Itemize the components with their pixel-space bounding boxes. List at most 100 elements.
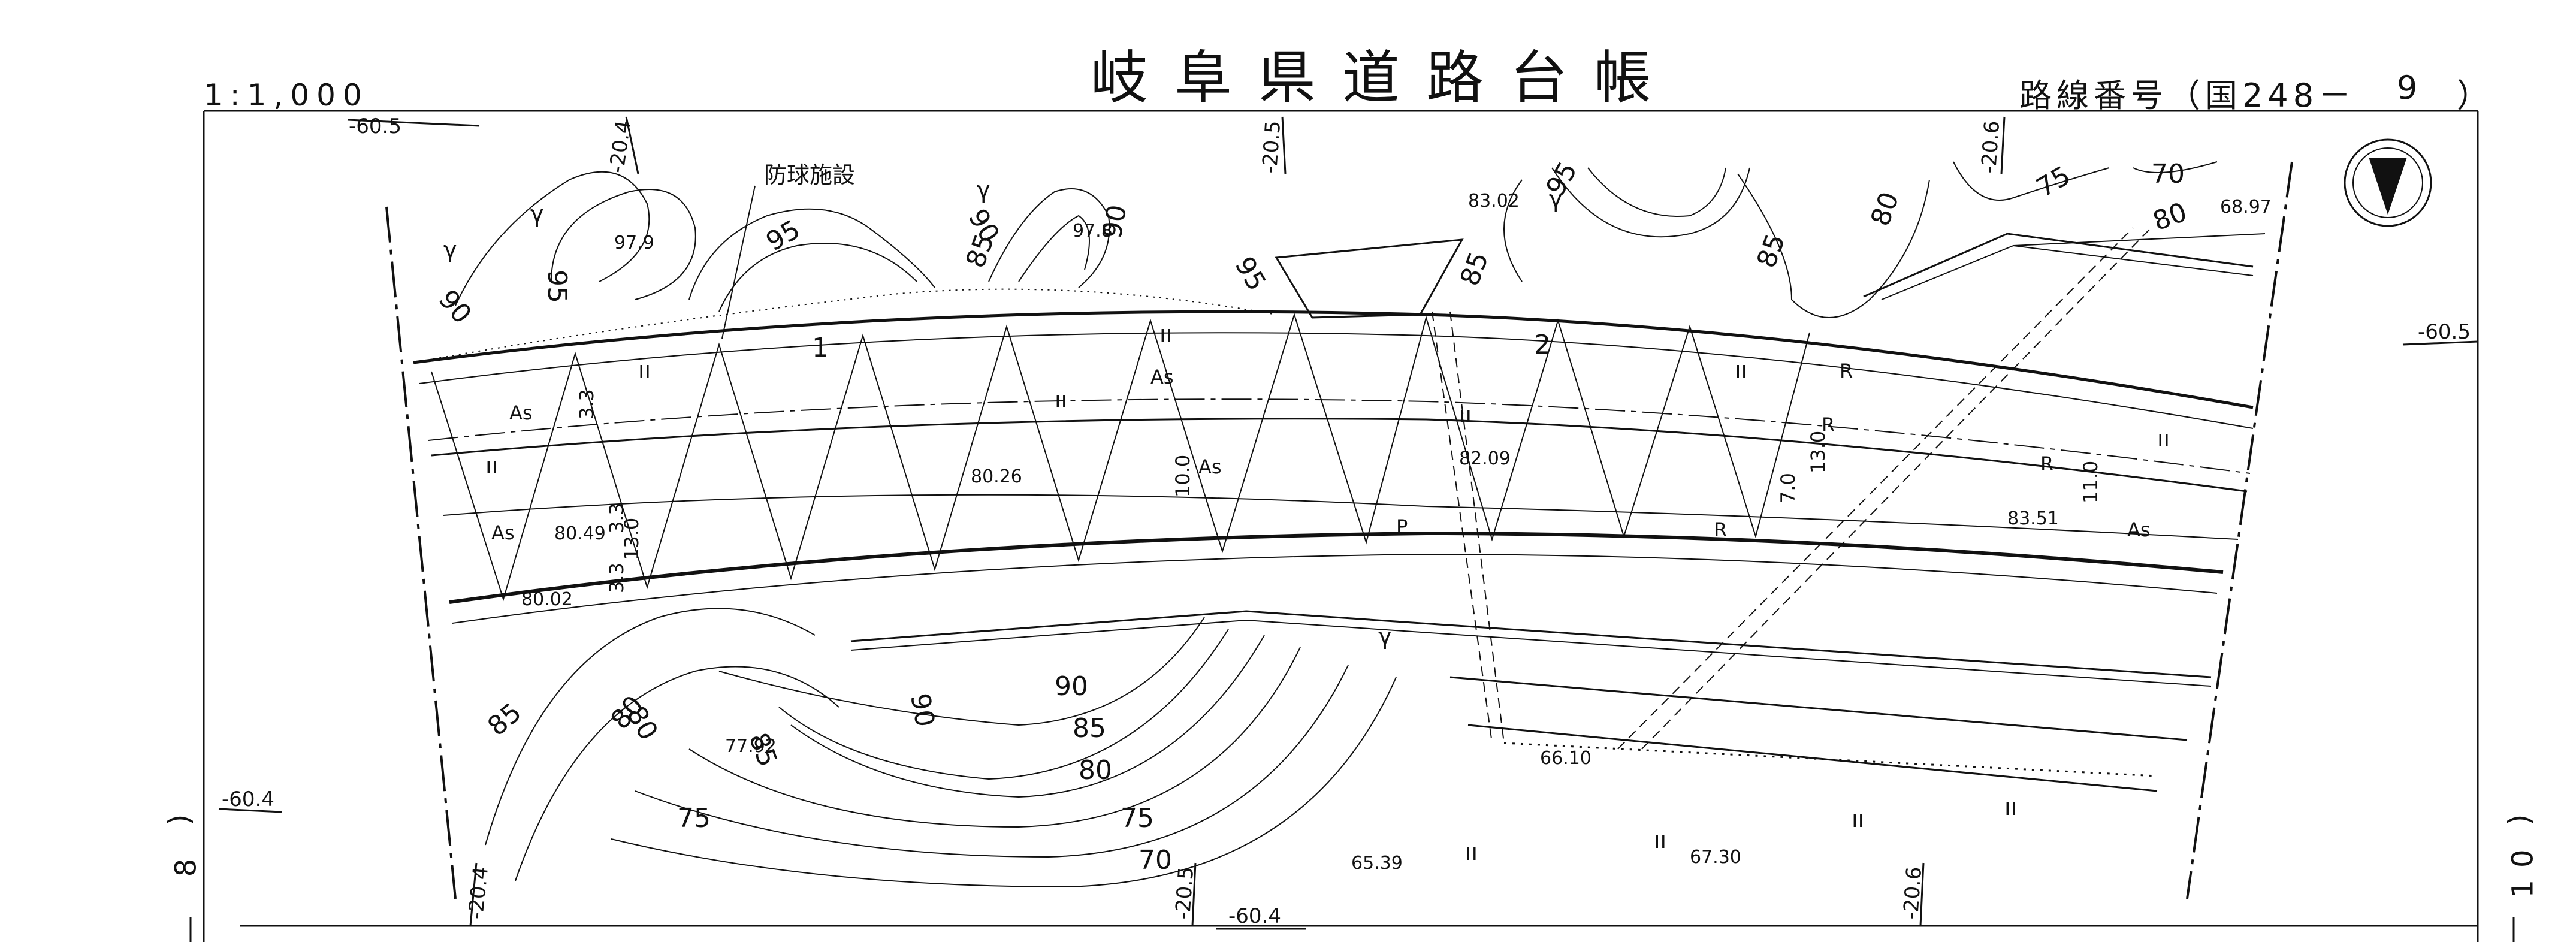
contour-n3	[688, 208, 935, 300]
road-edge-south	[449, 531, 2224, 604]
grass-symbol-1: ıı	[485, 452, 498, 479]
road-curb-south	[452, 553, 2218, 624]
road-section-lines	[431, 312, 1810, 602]
pavement-label-1: As	[509, 401, 533, 424]
spot-height-1: 97.9	[614, 233, 654, 253]
coord-604-left: -60.4	[222, 787, 274, 811]
road-centerline-1	[428, 398, 2251, 474]
grid-tick-205-bottom	[1191, 862, 1197, 926]
road-width-6: 3.3	[605, 563, 628, 593]
spot-height-5: 80.26	[971, 466, 1022, 487]
coord-205-bottom: -20.5	[1171, 866, 1198, 920]
contour-label-21: 70	[2151, 159, 2185, 189]
road-width-2: 7.0	[1777, 473, 1799, 503]
pavement-label-2: As	[491, 521, 515, 544]
grid-tick-206-top	[2000, 116, 2006, 174]
vegetation-symbol-3: γ	[977, 177, 990, 203]
contour-n4	[718, 243, 917, 312]
underpass-line-1	[1432, 311, 1493, 744]
contour-label-15: 90	[1055, 671, 1088, 702]
vegetation-symbol-2: γ	[530, 201, 544, 227]
contour-n6	[1018, 215, 1090, 282]
station-marker-2: 2	[1534, 330, 1551, 360]
grass-symbol-6: ıı	[1735, 357, 1747, 383]
spot-height-2: 97.8	[1073, 221, 1113, 241]
contour-n10	[1503, 179, 1523, 282]
route-close: ）	[2457, 77, 2489, 114]
vegetation-symbol-1: γ	[443, 237, 457, 263]
retaining-wall-1b	[850, 619, 2212, 687]
grid-tick-204-bottom	[469, 862, 478, 926]
grid-tick-605-right	[2402, 340, 2478, 346]
grass-symbol-2: ıı	[638, 357, 651, 383]
coord-204-bottom: -20.4	[464, 865, 493, 920]
road-edge-north	[413, 310, 2254, 409]
grass-symbol-9: ıı	[1654, 827, 1666, 853]
spot-height-13: 67.30	[1690, 847, 1741, 868]
spot-height-9: 80.02	[521, 589, 573, 610]
spot-height-4: 68.97	[2220, 197, 2272, 218]
coord-205-top: -20.5	[1258, 120, 1285, 174]
contour-label-3: 95	[761, 214, 805, 257]
contour-label-16: 75	[1121, 803, 1154, 834]
contour-label-14: 85	[1073, 713, 1106, 744]
contour-s1	[485, 608, 816, 846]
road-width-8: 3.3	[605, 503, 628, 533]
grass-symbol-10: ıı	[1852, 806, 1864, 832]
spot-height-10: 77.92	[725, 736, 777, 757]
pavement-label-5: As	[2127, 518, 2151, 541]
contour-label-8: 80	[1865, 188, 1905, 230]
contour-label-20: 75	[677, 803, 711, 834]
retaining-wall-ne-2	[2013, 233, 2266, 246]
grid-tick-605-left	[347, 119, 480, 127]
contour-n11	[1953, 161, 2110, 201]
road-r-label-4: R	[1714, 518, 1727, 541]
north-arrow-icon	[2369, 158, 2407, 215]
road-p-label: P	[1396, 515, 1408, 538]
retaining-wall-2	[1449, 676, 2188, 741]
map-scale: 1:1,000	[204, 78, 369, 113]
coord-204-top: -20.4	[605, 119, 636, 175]
spot-height-6: 82.09	[1459, 448, 1511, 469]
coord-605-right: -60.5	[2418, 320, 2471, 344]
contour-label-9: 75	[2031, 160, 2076, 203]
embankment-north	[413, 288, 1277, 363]
road-width-5: 3.3	[575, 389, 598, 419]
road-r-label-2: R	[1822, 413, 1835, 436]
north-arrow-circle-inner	[2352, 147, 2423, 218]
road-r-label-3: R	[2040, 452, 2053, 475]
contour-n9	[1737, 173, 1930, 318]
grass-symbol-8: ıı	[1465, 839, 1478, 865]
facility-label: 防球施設	[764, 162, 855, 188]
retaining-wall-1	[850, 610, 2212, 678]
coord-605-left: -60.5	[349, 114, 401, 138]
grass-symbol-7: ıı	[2157, 425, 2170, 452]
spot-height-8: 80.49	[554, 523, 606, 544]
road-curb-north	[419, 332, 2254, 429]
retaining-wall-3	[1467, 724, 2158, 792]
contour-label-24: 85	[1454, 248, 1494, 290]
vegetation-symbol-5: γ	[1378, 623, 1392, 650]
spot-height-7: 83.51	[2007, 508, 2059, 529]
diagonal-channel-1	[1617, 227, 2134, 750]
retaining-wall-ne-1b	[1881, 244, 2254, 300]
contour-s3	[778, 629, 1229, 780]
grid-tick-205-top	[1281, 116, 1287, 174]
road-width-7: 13.0	[620, 518, 643, 560]
spot-height-3: 83.02	[1468, 191, 1520, 212]
spot-height-12: 65.39	[1351, 853, 1403, 874]
route-label: 路線番号（国248－	[2019, 77, 2356, 114]
contour-label-17: 70	[1138, 845, 1172, 875]
contour-s6	[635, 665, 1349, 858]
contour-label-5: 90	[1097, 203, 1133, 241]
station-marker-1: 1	[812, 333, 829, 363]
contour-label-23: 95	[1228, 252, 1272, 296]
coord-604-bottom: -60.4	[1228, 904, 1281, 928]
grass-symbol-11: ıı	[2004, 794, 2017, 820]
road-width-1: 10.0	[1171, 455, 1194, 497]
sheet-boundary-left	[385, 206, 457, 899]
underpass-line-2	[1449, 311, 1505, 744]
spot-height-11: 66.10	[1540, 748, 1591, 769]
grass-symbol-3: ıı	[1055, 387, 1067, 413]
